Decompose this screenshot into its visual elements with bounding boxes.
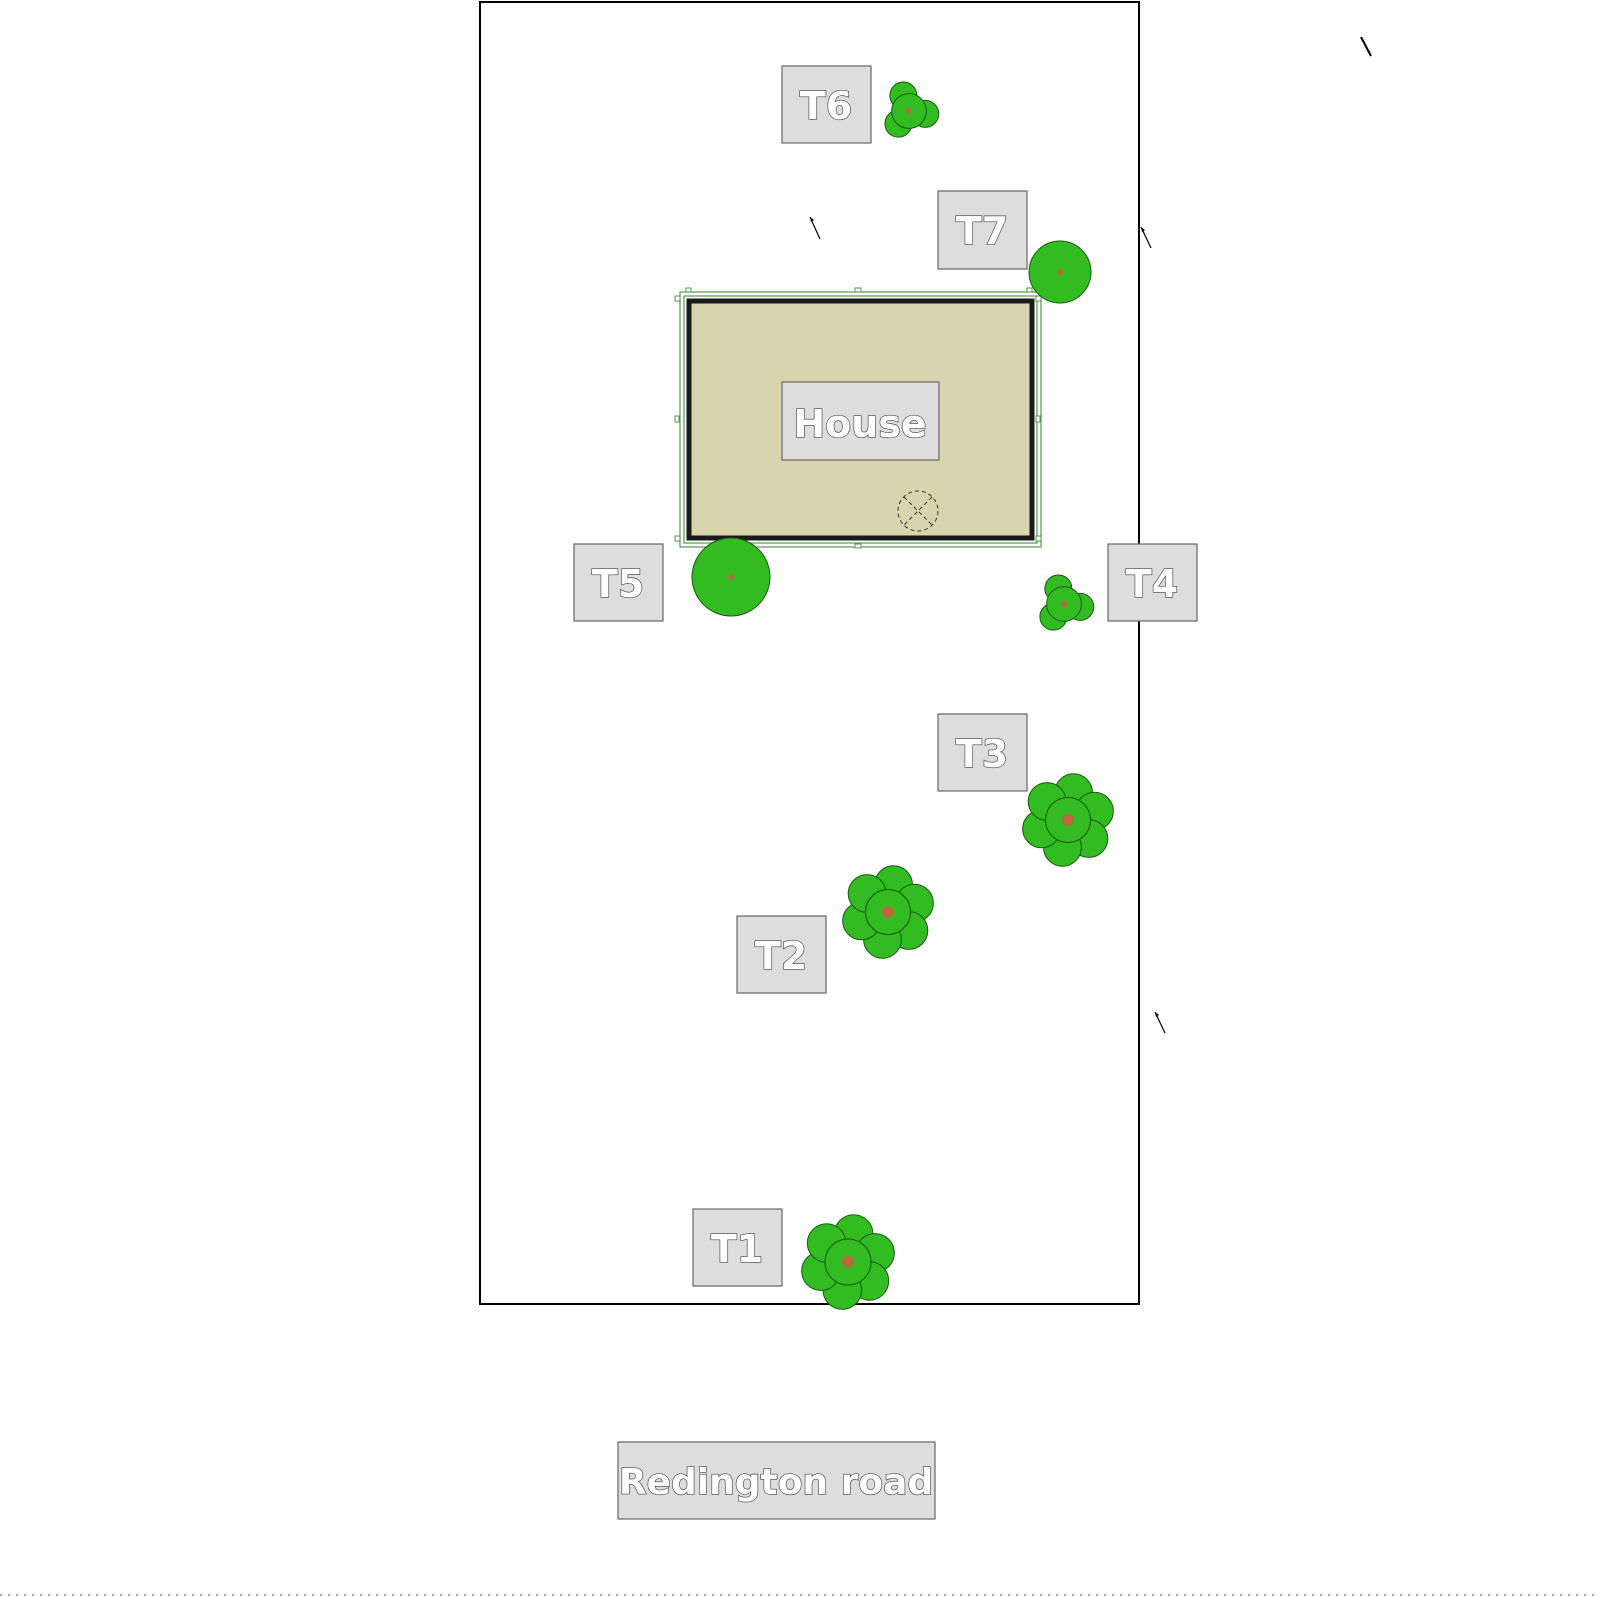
arrow-head [810,217,814,222]
tree-canopy-part [728,574,734,580]
tree-label-t1: T1 [711,1227,763,1271]
tree-icon [1039,574,1095,631]
tree-canopy-part [1057,269,1063,275]
label-road: Redington road [617,1441,936,1520]
label-T5: T5 [573,543,664,622]
label-T3: T3 [937,713,1028,792]
label-T7: T7 [937,190,1028,270]
tree-label-t6: T6 [800,84,852,128]
tree-canopy-part [906,108,912,114]
road-label: Redington road [619,1462,933,1503]
corner-marker [1035,295,1042,302]
tree-icon [691,537,771,617]
tree-icon [801,1214,895,1310]
tree-icon [1028,240,1092,304]
tree-icon [1022,773,1114,867]
tree-label-t7: T7 [956,209,1008,253]
edge-marker [674,415,680,423]
label-T1: T1 [692,1208,783,1287]
label-T6: T6 [781,65,872,144]
corner-marker [674,295,681,302]
edge-marker [854,543,862,549]
tree-label-t2: T2 [755,934,807,978]
tree-canopy-part [842,1256,854,1268]
tree-label-t4: T4 [1126,562,1178,606]
label-house: House [781,381,940,461]
tree-canopy-part [1062,814,1074,826]
edge-marker [854,287,862,293]
inspection-chamber-icon [897,490,939,532]
edge-marker [1035,415,1041,423]
tree-label-t3: T3 [956,732,1008,776]
tree-icon [842,865,934,959]
tree-label-t5: T5 [592,562,644,606]
arrow-head [1141,227,1145,232]
corner-marker [685,287,692,293]
corner-marker [1026,287,1033,293]
plot-boundary [479,1,1140,1305]
tree-canopy-part [882,906,894,918]
corner-marker [1035,535,1042,542]
label-T2: T2 [736,915,827,994]
house-label: House [793,402,926,446]
north-tick-icon [1360,36,1372,57]
tree-icon [884,81,940,138]
tree-canopy-part [1061,601,1067,607]
arrow-head [1155,1012,1159,1017]
corner-marker [674,535,681,542]
label-T4: T4 [1107,543,1198,622]
